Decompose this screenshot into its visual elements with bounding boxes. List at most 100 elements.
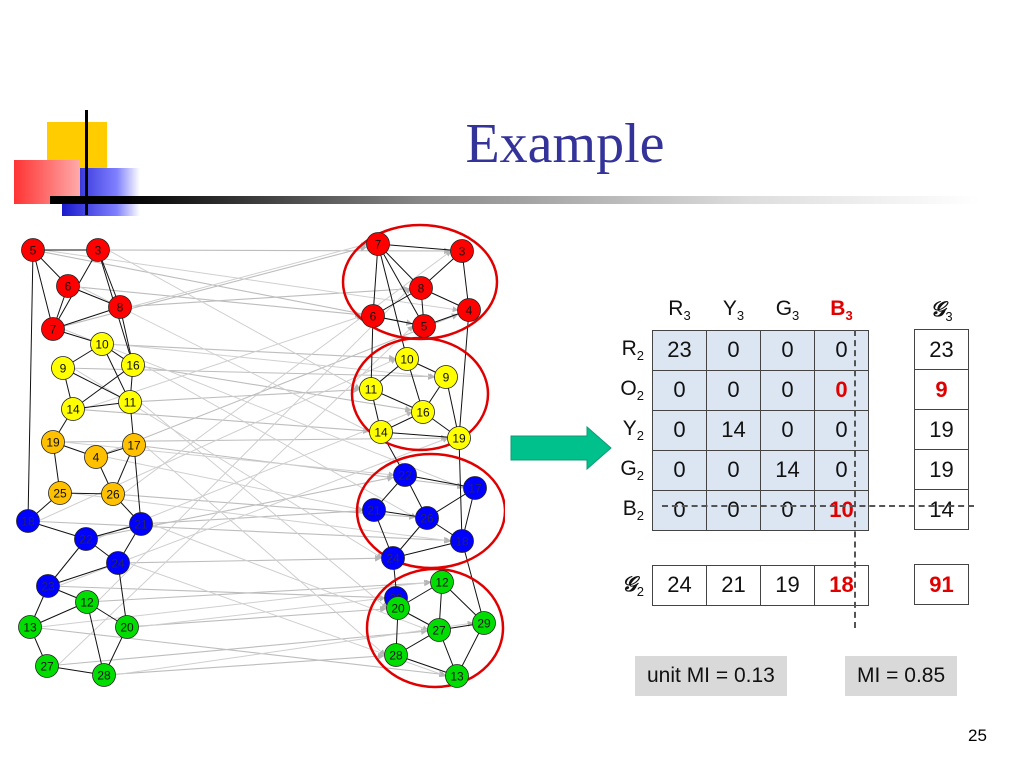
row-totals-column: 𝒢3 23 9 19 19 14 91 <box>914 291 969 605</box>
graph-node <box>75 590 99 614</box>
table-cell: 0 <box>814 449 869 491</box>
table-cell: 0 <box>652 449 707 491</box>
graph-node <box>409 276 433 300</box>
table-cell: 0 <box>760 489 815 531</box>
graph-node-label: 7 <box>50 323 57 337</box>
total-cell: 21 <box>706 564 761 606</box>
table-cell: 0 <box>652 489 707 531</box>
mapping-edge <box>136 595 386 628</box>
table-cell: 0 <box>760 369 815 411</box>
slide-title: Example <box>465 113 665 175</box>
graph-node-label: 27 <box>432 624 446 638</box>
graph-node-label: 13 <box>450 670 464 684</box>
total-row-label: 𝒢2 <box>621 571 644 599</box>
graph-node <box>101 482 125 506</box>
graph-node <box>21 238 45 262</box>
graph-node-label: 8 <box>117 301 124 315</box>
table-row-y2: Y2 0 14 0 0 <box>610 409 869 451</box>
row-label-g2: G2 <box>620 457 644 483</box>
mapping-edge <box>38 520 451 544</box>
graph-node <box>457 298 481 322</box>
graph-node-label: 10 <box>95 338 109 352</box>
graph-edge <box>86 601 105 676</box>
mapping-edge <box>62 441 395 478</box>
graph-node-label: 24 <box>111 557 125 571</box>
mapping-edge <box>114 652 385 675</box>
mapping-edge <box>122 250 452 495</box>
graph-node-label: 3 <box>459 245 466 259</box>
col-header-r3: R3 <box>668 297 691 324</box>
total-cell: 19 <box>760 564 815 606</box>
graph-node-label: 7 <box>375 238 382 252</box>
graph-node-label: 21 <box>367 504 381 518</box>
graph-node <box>395 347 419 371</box>
graph-node-label: 17 <box>468 482 482 496</box>
mapping-edge <box>129 242 368 308</box>
row-total: 19 <box>914 449 969 490</box>
graph-edge <box>62 367 131 403</box>
graph-node <box>16 509 40 533</box>
graph-node <box>434 365 458 389</box>
table-row-g2: G2 0 0 14 0 <box>610 449 869 491</box>
graph-node-label: 29 <box>477 617 491 631</box>
graph-node <box>35 654 59 678</box>
graph-node <box>90 332 114 356</box>
row-label-r2: R2 <box>621 337 644 363</box>
graph-node-label: 5 <box>421 320 428 334</box>
graph-node <box>386 596 410 620</box>
graph-node <box>36 574 60 598</box>
graph-edge <box>133 444 142 525</box>
graph-node-label: 26 <box>420 512 434 526</box>
contingency-table: R3 Y3 G3 B3 R2 23 0 0 0 O2 0 0 0 0 Y2 0 … <box>610 291 869 606</box>
mapping-edge <box>40 627 446 678</box>
graph-node <box>86 238 110 262</box>
graph-node-label: 23 <box>41 580 55 594</box>
graph-node-label: 4 <box>466 304 473 318</box>
graph-node <box>472 611 496 635</box>
graph-edge <box>32 249 54 330</box>
graph-node-label: 22 <box>79 533 93 547</box>
graph-node-label: 24 <box>386 552 400 566</box>
dashed-crosshair-vertical <box>854 330 856 628</box>
graph-node <box>411 400 435 424</box>
cluster-ellipse <box>365 567 505 689</box>
title-underline <box>50 196 980 204</box>
right-arrow-icon <box>510 425 612 471</box>
mapping-edge <box>137 605 387 627</box>
mapping-edge <box>139 401 388 609</box>
graph-node <box>381 546 405 570</box>
graph-node <box>450 239 474 263</box>
cluster-ellipses <box>341 223 505 689</box>
row-total: 14 <box>914 489 969 530</box>
graph-edge <box>461 540 485 624</box>
graph-node-label: 26 <box>106 488 120 502</box>
graph-node <box>412 314 436 338</box>
graph-node <box>415 506 439 530</box>
graph-node-label: 8 <box>418 282 425 296</box>
graph-edge <box>372 243 379 317</box>
table-cell: 0 <box>814 409 869 451</box>
mapping-edge <box>130 285 410 307</box>
mi-label: MI = 0.85 <box>845 656 958 696</box>
graph-node <box>366 232 390 256</box>
table-cell: 14 <box>760 449 815 491</box>
graph-node-label: 9 <box>60 362 67 376</box>
row-label-o2: O2 <box>620 377 644 403</box>
graph-edge <box>458 309 470 439</box>
table-cell: 0 <box>706 449 761 491</box>
col-header-y3: Y3 <box>722 297 745 324</box>
mapping-edge <box>142 364 417 519</box>
row-label-y2: Y2 <box>622 417 644 443</box>
mapping-edge <box>97 579 431 602</box>
graph-node <box>463 476 487 500</box>
graph-node-label: 13 <box>23 621 37 635</box>
table-cell: 14 <box>706 409 761 451</box>
graph-node <box>445 664 469 688</box>
mapping-edge <box>108 247 451 255</box>
graph-edge <box>377 243 425 327</box>
graph-node <box>384 643 408 667</box>
graph-node <box>430 570 454 594</box>
mapping-edge <box>111 343 436 380</box>
col-header-b3: B3 <box>830 297 853 324</box>
graph-node <box>84 445 108 469</box>
